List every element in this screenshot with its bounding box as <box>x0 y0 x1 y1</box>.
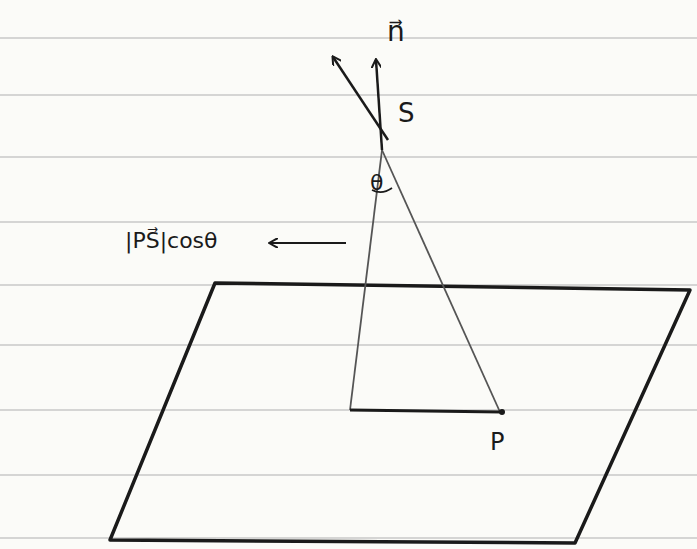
plane <box>110 283 690 543</box>
distance-label: |PS⃗|cosθ <box>125 230 218 252</box>
point-label: P <box>490 430 504 454</box>
foot-segment <box>350 410 502 412</box>
angle-label: θ <box>370 172 383 194</box>
line-to-P <box>382 150 500 412</box>
point-label: S <box>398 100 415 126</box>
point-P <box>499 409 505 415</box>
vector-PS <box>333 57 388 140</box>
pointer-arrow <box>270 242 346 244</box>
vector-label: n⃗ <box>387 18 405 46</box>
normal-vector <box>376 60 382 150</box>
